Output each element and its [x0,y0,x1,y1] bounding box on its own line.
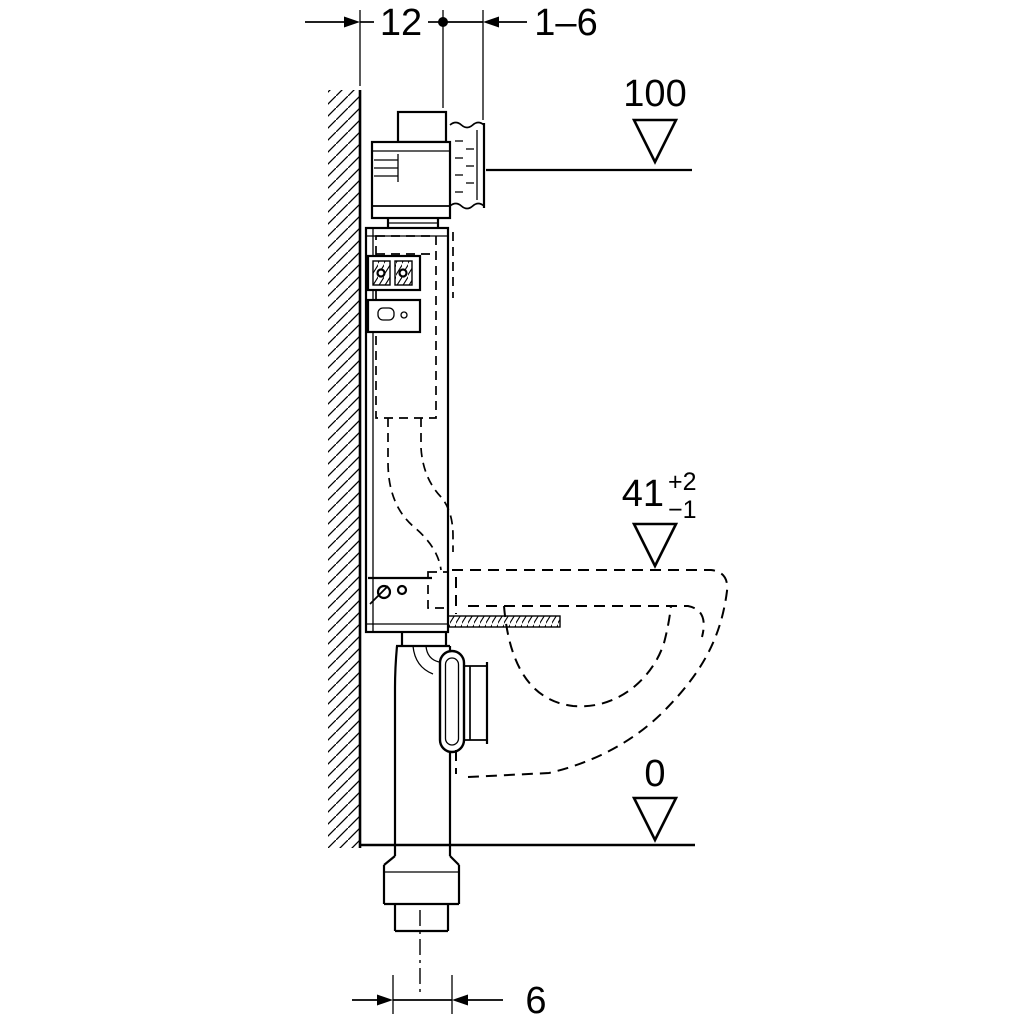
service-slot [377,307,395,321]
level-marker-41: 41 +2 −1 [622,468,697,569]
wall-section [328,90,362,848]
flush-pipe-left [387,418,442,571]
pipe-bend-arc-1 [412,645,434,675]
bolt-left-icon [376,268,386,278]
fixing-bolt-large-icon [376,584,392,600]
level-marker-0: 0 [631,753,679,843]
dim-1-6-label: 1–6 [534,2,597,44]
fixing-bolt-small-icon [396,584,408,596]
collar-taper-left [383,855,396,866]
outlet-gasket-inner [444,657,460,746]
dim-1-6-arrowhead-icon [483,16,499,28]
level-41-label: 41 [622,473,664,515]
access-plate [449,121,486,210]
wall-hatching [328,90,360,848]
collar-taper-right [449,855,460,866]
outlet-gasket-ring [438,649,466,754]
pipe-bend-arc-2 [425,645,440,663]
dim-12-arrowhead-icon [344,16,360,28]
dimension-drain-offset: 6 [352,975,547,1022]
cistern-outline [375,235,437,419]
bowl-rim-inner [468,605,705,638]
level-0-triangle-icon [631,796,679,843]
actuator-unit [370,110,452,228]
level-100-label: 100 [623,73,686,115]
drain-pipe [382,632,489,993]
dim-6-label: 6 [525,980,546,1022]
level-100-triangle-icon [631,118,679,165]
plate-bottom-edge [449,202,485,210]
bowl-outer [452,569,729,778]
frame-outline [364,226,450,634]
plate-texture [455,140,474,193]
dim-6-arrowhead-left-icon [377,994,393,1006]
pipe-left-edge [393,645,399,856]
wc-bowl-outline [452,569,729,778]
wc-threaded-rod [447,615,561,628]
fixing-lever [369,585,389,605]
concealed-cistern [375,232,454,609]
level-41-tolerance-plus: +2 [668,468,697,496]
level-41-tolerance-minus: −1 [668,496,697,524]
dim-6-arrowhead-right-icon [452,994,468,1006]
water-connection-bracket [366,254,422,292]
service-pin [400,311,408,319]
plate-top-edge [449,121,485,129]
level-41-triangle-icon [631,522,679,569]
level-0-label: 0 [644,753,665,795]
dimension-frame-depth: 12 [305,2,448,108]
level-marker-100: 100 [486,73,692,172]
bolt-right-icon [398,268,408,278]
dim-12-label: 12 [380,2,422,44]
actuator-top-box [396,110,448,144]
outlet-bend-fixing [368,576,432,605]
dimension-wall-finish: 1–6 [443,2,598,120]
service-opening [366,298,422,334]
flush-pipe-right [420,418,454,552]
